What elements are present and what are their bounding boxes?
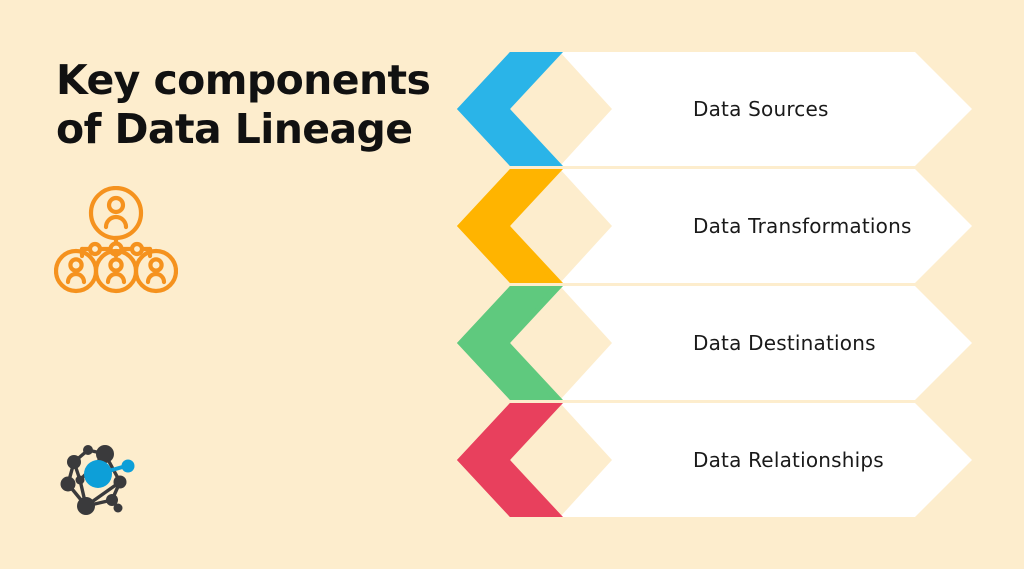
list-item-label: Data Destinations [693,331,876,355]
list-item-label: Data Transformations [693,214,912,238]
chevron-left-icon [457,403,552,517]
chevron-pair-icon [455,52,573,166]
row-banner [560,403,972,517]
org-chart-icon [53,185,179,294]
list-item[interactable]: Data Transformations [455,169,985,283]
list-item-label: Data Relationships [693,448,884,472]
row-banner [560,286,972,400]
list-item[interactable]: Data Destinations [455,286,985,400]
page-title: Key components of Data Lineage [56,56,431,153]
chevron-left-icon [457,52,552,166]
network-graph-icon [50,428,150,528]
chevron-pair-icon [455,286,573,400]
list-item[interactable]: Data Sources [455,52,985,166]
chevron-left-icon [457,169,552,283]
list-item[interactable]: Data Relationships [455,403,985,517]
left-panel: Key components of Data Lineage [0,0,460,569]
chevron-pair-icon [455,403,573,517]
list-item-label: Data Sources [693,97,829,121]
row-banner [560,52,972,166]
row-banner [560,169,972,283]
chevron-pair-icon [455,169,573,283]
chevron-left-icon [457,286,552,400]
